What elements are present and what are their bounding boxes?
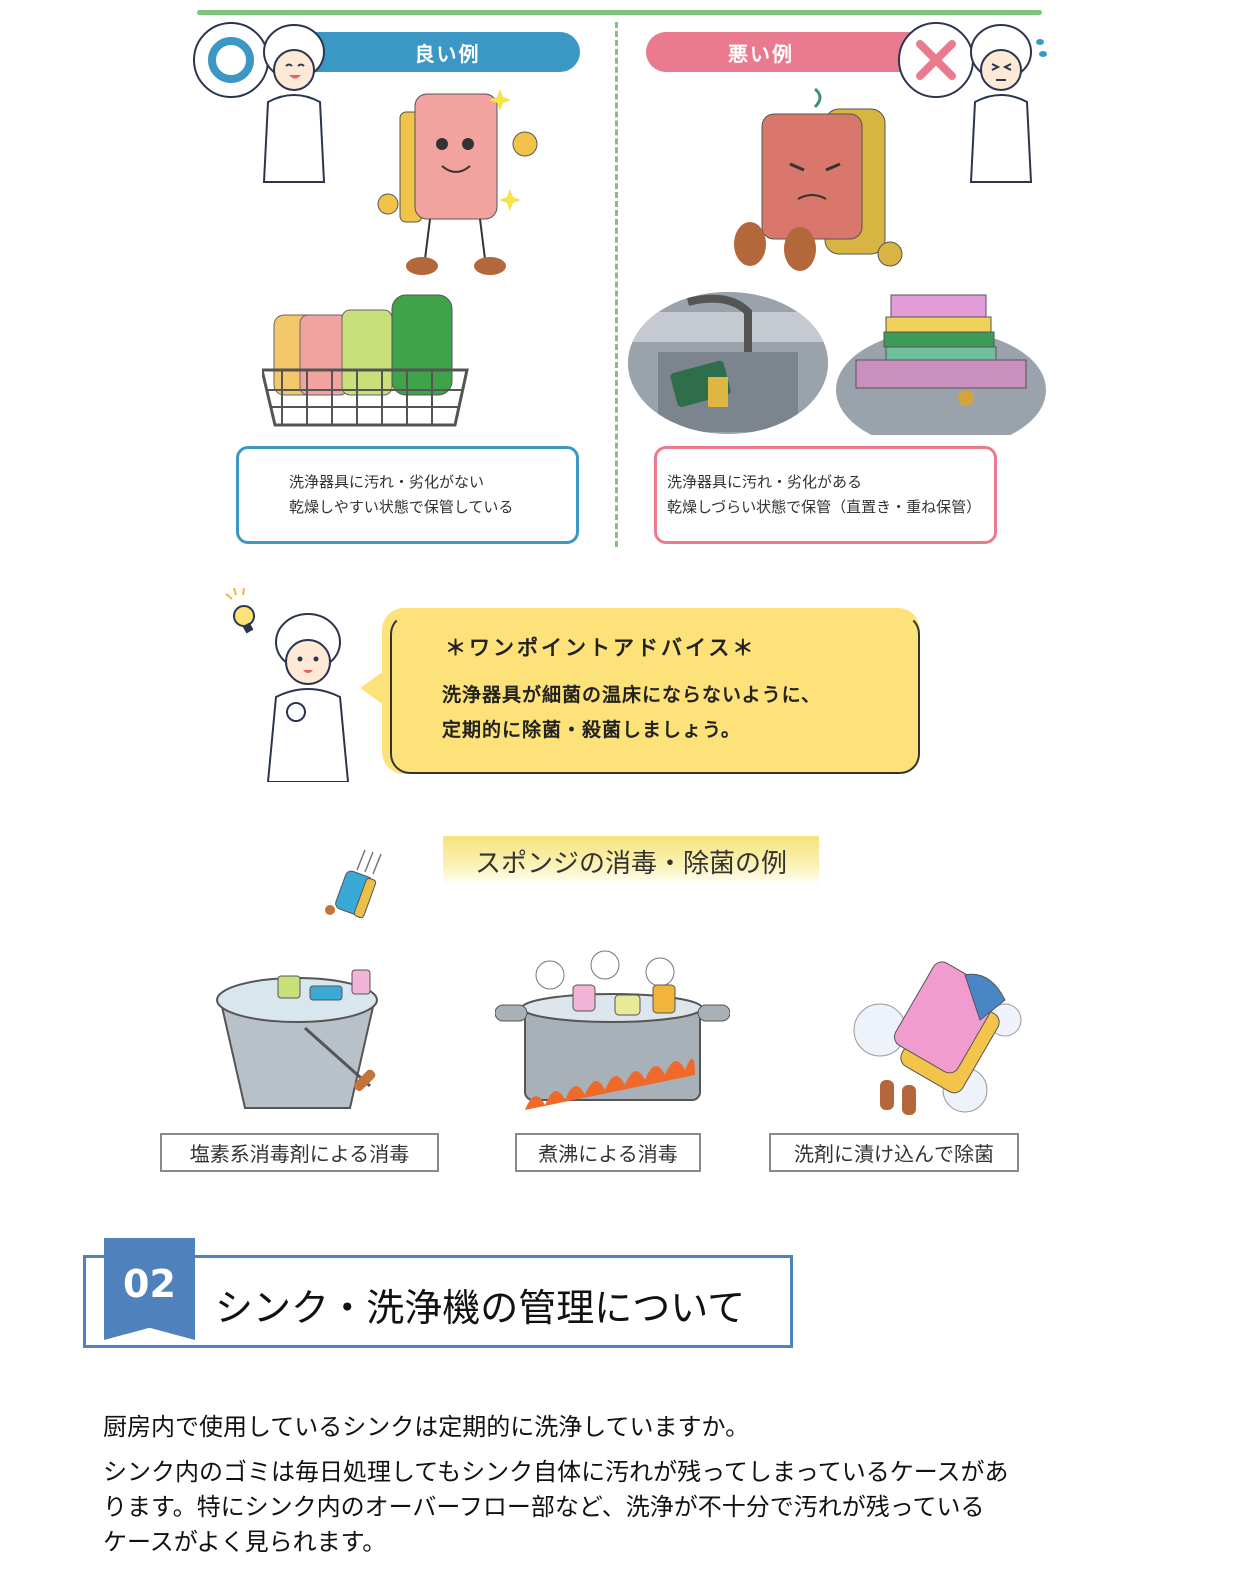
body-paragraph-2-line-2: ります。特にシンク内のオーバーフロー部など、洗浄が不十分で汚れが残っている <box>103 1493 985 1521</box>
advice-bubble-outline <box>390 614 920 774</box>
boiling-disinfection-label: 煮沸による消毒 <box>515 1133 701 1172</box>
body-paragraph-2: シンク内のゴミは毎日処理してもシンク自体に汚れが残ってしまっているケースがあ り… <box>103 1455 1009 1560</box>
top-divider <box>197 10 1042 15</box>
circle-ok-icon <box>193 22 269 98</box>
good-example-description: 洗浄器具に汚れ・劣化がない 乾燥しやすい状態で保管している <box>236 446 579 544</box>
comparison-divider <box>615 22 618 547</box>
advice-line-2: 定期的に除菌・殺菌しましょう。 <box>442 719 741 741</box>
good-example-header: 良い例 <box>295 32 580 72</box>
body-paragraph-2-line-1: シンク内のゴミは毎日処理してもシンク自体に汚れが残ってしまっているケースがあ <box>103 1458 1009 1486</box>
bad-description-line-1: 洗浄器具に汚れ・劣化がある <box>667 473 863 491</box>
bad-description-line-2: 乾燥しづらい状態で保管（直置き・重ね保管） <box>667 498 982 516</box>
sponges-in-basket-illustration <box>260 285 487 430</box>
worker-worried-illustration <box>965 22 1050 192</box>
section-number: 02 <box>123 1262 176 1306</box>
chlorine-label-text: 塩素系消毒剤による消毒 <box>189 1142 410 1166</box>
falling-sponge-illustration <box>315 848 395 928</box>
advice-line-1: 洗浄器具が細菌の温床にならないように、 <box>442 684 822 706</box>
worker-advisor-illustration <box>258 612 358 783</box>
section-number-ribbon <box>104 1238 195 1340</box>
bucket-illustration <box>210 968 385 1118</box>
clean-sponge-character <box>370 84 545 279</box>
sponge-examples-banner: スポンジの消毒・除菌の例 <box>443 836 819 886</box>
good-description-line-1: 洗浄器具に汚れ・劣化がない <box>289 473 485 491</box>
boiling-label-text: 煮沸による消毒 <box>538 1142 678 1166</box>
advice-bubble-tail <box>360 668 388 708</box>
body-paragraph-2-line-3: ケースがよく見られます。 <box>103 1528 387 1556</box>
lightbulb-icon <box>222 587 262 638</box>
detergent-label-text: 洗剤に漬け込んで除菌 <box>794 1142 994 1166</box>
advice-title: ＊ワンポイントアドバイス＊ <box>445 636 757 660</box>
detergent-soak-illustration <box>840 950 1025 1120</box>
detergent-soak-label: 洗剤に漬け込んで除菌 <box>769 1133 1019 1172</box>
cross-ng-icon <box>898 22 974 98</box>
dirty-sponge-character <box>730 84 915 274</box>
bad-example-header: 悪い例 <box>646 32 936 72</box>
stacked-sponges-illustration <box>836 290 1046 450</box>
chlorine-disinfection-label: 塩素系消毒剤による消毒 <box>160 1133 439 1172</box>
sink-direct-placement-photo <box>628 292 828 434</box>
good-example-label: 良い例 <box>414 41 481 66</box>
boiling-pot-illustration <box>494 950 731 1120</box>
section-title: シンク・洗浄機の管理について <box>215 1286 746 1330</box>
advice-bubble <box>382 608 920 774</box>
worker-happy-illustration <box>258 22 328 192</box>
section-heading-box <box>83 1255 793 1348</box>
bad-example-description: 洗浄器具に汚れ・劣化がある 乾燥しづらい状態で保管（直置き・重ね保管） <box>654 446 997 544</box>
bad-example-label: 悪い例 <box>728 41 794 66</box>
sponge-examples-title: スポンジの消毒・除菌の例 <box>474 848 787 879</box>
good-description-line-2: 乾燥しやすい状態で保管している <box>289 498 514 516</box>
body-paragraph-1: 厨房内で使用しているシンクは定期的に洗浄していますか。 <box>103 1413 750 1441</box>
